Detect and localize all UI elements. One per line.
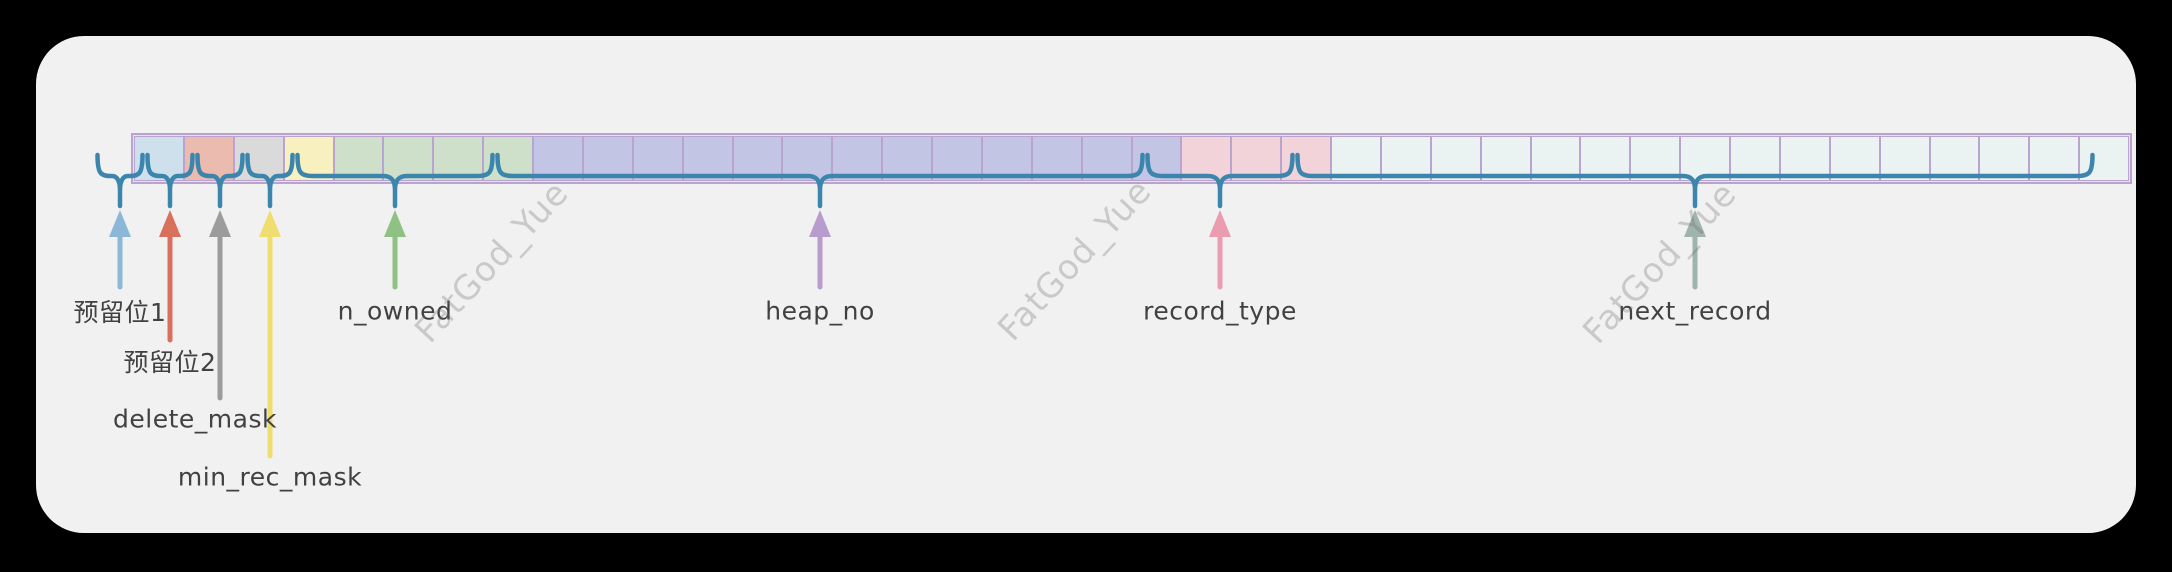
bit-cell-heap_no (1081, 136, 1132, 181)
field-label-n_owned: n_owned (337, 296, 453, 326)
bit-cell-heap_no (782, 136, 833, 181)
bit-cell-next_record (1680, 136, 1730, 181)
bit-cell-预留位1 (134, 136, 184, 181)
bit-cell-next_record (1530, 136, 1581, 181)
bit-cell-heap_no (832, 136, 883, 181)
bit-cell-next_record (1480, 136, 1531, 181)
field-label-next_record: next_record (1618, 296, 1772, 326)
bit-cell-n_owned (333, 136, 384, 181)
bit-cell-next_record (1730, 136, 1780, 181)
bit-cell-next_record (1829, 136, 1880, 181)
bit-cell-next_record (1331, 136, 1381, 181)
field-label-delete_mask: delete_mask (113, 404, 277, 433)
bit-cell-预留位2 (183, 136, 234, 181)
bit-cell-heap_no (1131, 136, 1182, 181)
field-label-预留位1: 预留位1 (73, 298, 167, 327)
bit-cell-next_record (2079, 136, 2129, 181)
bit-cell-heap_no (981, 136, 1032, 181)
bit-cell-n_owned (483, 136, 533, 181)
field-label-heap_no: heap_no (765, 296, 875, 326)
bit-cell-next_record (2029, 136, 2080, 181)
bit-cell-next_record (1630, 136, 1681, 181)
bit-cell-heap_no (632, 136, 683, 181)
bit-cell-heap_no (682, 136, 733, 181)
bit-cell-heap_no (533, 136, 583, 181)
bit-cell-next_record (1879, 136, 1930, 181)
bit-cell-delete_mask (233, 136, 284, 181)
bit-cell-next_record (1779, 136, 1830, 181)
bit-cell-heap_no (932, 136, 982, 181)
diagram-card (36, 36, 2136, 533)
bit-cell-heap_no (1031, 136, 1082, 181)
bit-cell-heap_no (732, 136, 783, 181)
bit-cell-n_owned (383, 136, 434, 181)
field-label-record_type: record_type (1143, 296, 1297, 326)
bit-cell-n_owned (433, 136, 484, 181)
bit-cell-min_rec_mask (283, 136, 334, 181)
bit-cell-heap_no (582, 136, 633, 181)
bit-cell-next_record (1580, 136, 1631, 181)
bit-cell-record_type (1231, 136, 1282, 181)
bit-cell-next_record (1380, 136, 1431, 181)
field-label-min_rec_mask: min_rec_mask (177, 462, 363, 491)
field-label-预留位2: 预留位2 (123, 347, 217, 377)
bit-cell-next_record (1929, 136, 1980, 181)
bit-cell-record_type (1281, 136, 1331, 181)
bit-cell-next_record (1979, 136, 2030, 181)
bit-cell-next_record (1430, 136, 1481, 181)
bit-cell-heap_no (882, 136, 932, 181)
bit-cell-record_type (1181, 136, 1232, 181)
